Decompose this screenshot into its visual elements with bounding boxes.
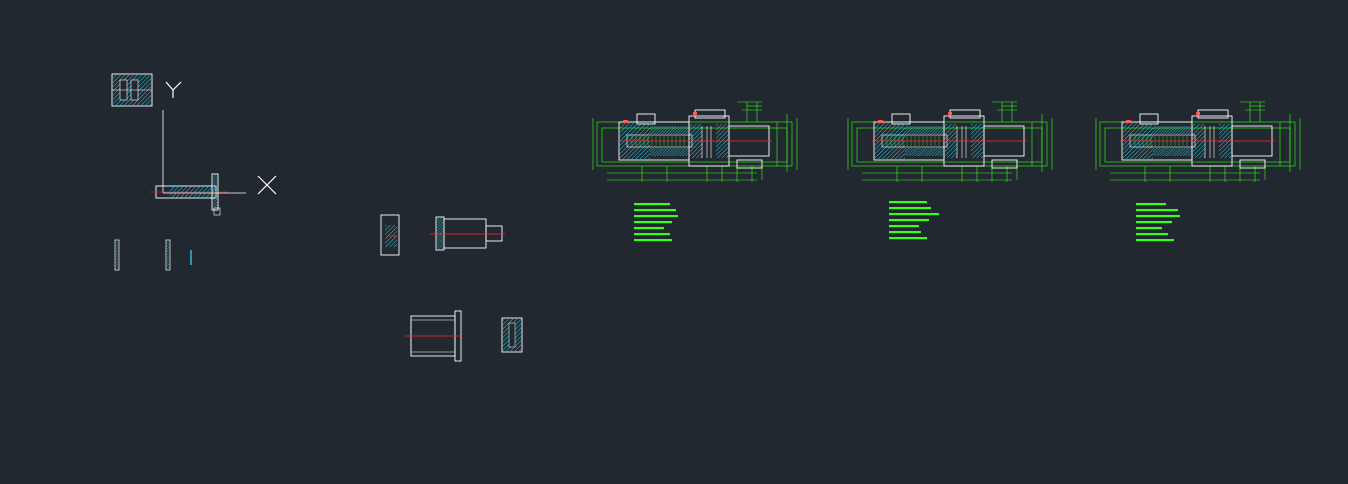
assembly-notes-1 (634, 203, 678, 242)
assembly-drawing-2[interactable] (847, 101, 1053, 240)
part-thin-washer-2[interactable] (165, 239, 171, 271)
part-stepped-shaft[interactable] (430, 216, 505, 251)
part-housing-block[interactable] (111, 73, 153, 107)
part-flanged-shaft[interactable] (150, 173, 228, 216)
assembly-drawing-1[interactable] (592, 101, 798, 242)
part-gear-ring[interactable] (501, 317, 523, 353)
ucs-axis-icon (162, 110, 246, 194)
assembly-notes-2 (889, 201, 939, 240)
assembly-notes-3 (1136, 203, 1180, 242)
part-thin-washer-1[interactable] (114, 239, 120, 271)
ucs-x-label (257, 175, 277, 195)
assembly-drawing-3[interactable] (1095, 101, 1301, 242)
ucs-y-label (165, 81, 182, 98)
part-end-cap[interactable] (380, 214, 400, 256)
part-sleeve[interactable] (405, 310, 462, 362)
